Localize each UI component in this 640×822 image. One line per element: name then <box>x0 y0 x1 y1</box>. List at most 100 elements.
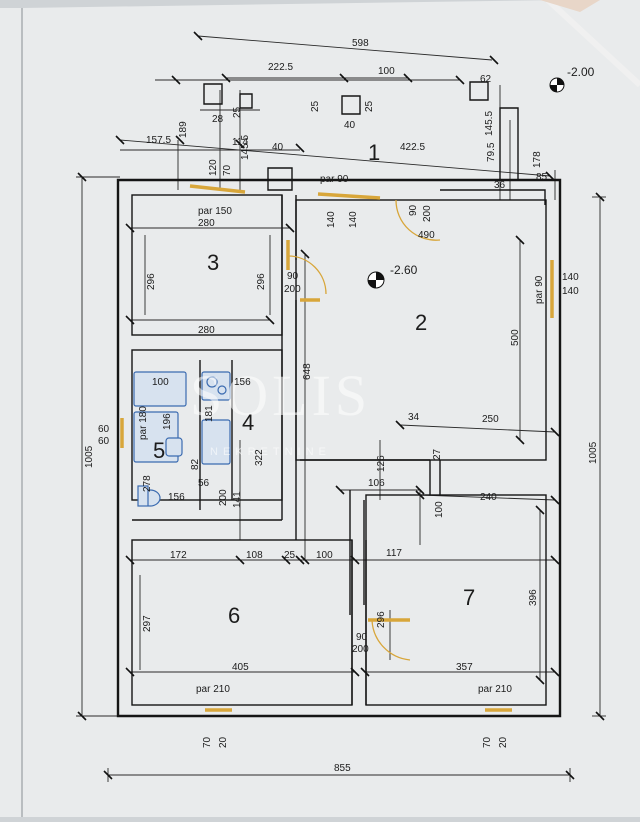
dim-label: 222.5 <box>268 62 293 73</box>
dim-label: 79.5 <box>486 142 497 162</box>
dim-label: 20 <box>218 736 229 748</box>
dim-label: 280 <box>198 325 215 336</box>
dimension-lines <box>76 35 606 782</box>
dim-label: 322 <box>254 449 265 466</box>
dim-label: 140 <box>326 211 337 228</box>
level-marker-outside <box>549 77 565 93</box>
dim-label: 250 <box>482 414 499 425</box>
dim-label: 140 <box>562 272 579 283</box>
outer-wall-thick <box>116 178 562 718</box>
dim-label: 60 <box>98 436 110 447</box>
dim-label: 196 <box>162 413 173 430</box>
dim-label: 422.5 <box>400 142 425 153</box>
dim-label: 1005 <box>84 445 95 468</box>
dim-label: 40 <box>344 120 356 131</box>
dim-label: 25 <box>232 106 243 118</box>
paper-edge <box>540 0 600 12</box>
dim-label: par 90 <box>534 275 545 304</box>
dim-label: 60 <box>98 424 110 435</box>
dim-label: 28 <box>212 114 224 125</box>
dim-label: 25 <box>364 100 375 112</box>
dim-label: par 90 <box>320 174 349 185</box>
dim-label: 157.5 <box>146 135 171 146</box>
room-number-1: 1 <box>368 140 380 165</box>
paper-glare <box>545 0 640 88</box>
dim-label: 20 <box>498 736 509 748</box>
dim-label: 405 <box>232 662 249 673</box>
dim-label: 200 <box>352 644 369 655</box>
dim-label: 172 <box>170 550 187 561</box>
dim-label: 500 <box>510 329 521 346</box>
dim-label: par 210 <box>478 684 512 695</box>
watermark-sub: NEKRETNINE <box>210 446 331 458</box>
dim-label: 70 <box>482 736 493 748</box>
dim-label: 106 <box>368 478 385 489</box>
dim-label: par 150 <box>198 206 232 217</box>
dim-label: 114 <box>232 137 248 148</box>
dim-label: 140 <box>562 286 579 297</box>
dim-label: 200 <box>284 284 301 295</box>
dim-label: 34 <box>408 412 420 423</box>
dim-label: 156 <box>234 377 251 388</box>
dim-label: 40 <box>272 142 284 153</box>
sanitary-fixtures <box>133 371 231 507</box>
dim-label: 178 <box>532 151 543 168</box>
room-number-2: 2 <box>415 310 427 335</box>
openings <box>120 184 554 712</box>
dim-label: 200 <box>422 205 433 222</box>
level-marker-inside <box>367 271 385 289</box>
dim-label: 1005 <box>588 441 599 464</box>
dim-label: 85 <box>536 172 548 183</box>
dim-label: 100 <box>316 550 333 561</box>
dim-label: 855 <box>334 763 351 774</box>
dim-label: 396 <box>528 589 539 606</box>
room-number-4: 4 <box>242 410 254 435</box>
dim-label: 297 <box>142 615 153 632</box>
dim-label: 648 <box>302 363 313 380</box>
dim-label: 25 <box>310 100 321 112</box>
dim-label: 70 <box>222 164 233 176</box>
watermark-brand: SOLIS <box>190 363 371 428</box>
dim-label: 181 <box>204 405 215 422</box>
room-number-3: 3 <box>207 250 219 275</box>
dim-label: 145.5 <box>484 111 495 136</box>
room-number-6: 6 <box>228 603 240 628</box>
dim-label: 90 <box>408 204 419 216</box>
dim-label: 100 <box>434 501 445 518</box>
dim-label: 56 <box>198 478 210 489</box>
dim-label: 117 <box>386 548 402 559</box>
dim-label: par 180 <box>138 406 149 440</box>
level-label-inside: -2.60 <box>390 263 418 277</box>
dim-label: 200 <box>218 489 229 506</box>
dim-label: 140 <box>348 211 359 228</box>
dim-label: 62 <box>480 74 492 85</box>
dim-label: 490 <box>418 230 435 241</box>
dim-label: 296 <box>376 611 387 628</box>
dim-label: 145.5 <box>240 135 251 160</box>
dim-label: 296 <box>146 273 157 290</box>
dimension-labels: 598 222.5 100 62 25 25 25 40 28 157.5 18… <box>84 38 599 774</box>
dim-label: 90 <box>356 632 368 643</box>
dim-label: 156 <box>168 492 185 503</box>
door-swings <box>287 199 441 661</box>
dim-label: 25 <box>284 550 296 561</box>
room-number-7: 7 <box>463 585 475 610</box>
dim-label: 36 <box>494 180 506 191</box>
dim-label: 278 <box>142 475 153 492</box>
dim-label: 108 <box>246 550 263 561</box>
dim-label: 280 <box>198 218 215 229</box>
dim-label: 90 <box>287 271 299 282</box>
dimension-ticks <box>77 31 605 780</box>
dim-label: 126 <box>376 455 387 472</box>
dim-label: 120 <box>208 159 219 176</box>
dim-label: par 210 <box>196 684 230 695</box>
dim-label: 100 <box>152 377 169 388</box>
dim-label: 296 <box>256 273 267 290</box>
room-number-5: 5 <box>153 438 165 463</box>
dim-label: 100 <box>378 66 395 77</box>
dim-label: 70 <box>202 736 213 748</box>
dim-label: 82 <box>190 458 201 470</box>
dim-label: 598 <box>352 38 369 49</box>
